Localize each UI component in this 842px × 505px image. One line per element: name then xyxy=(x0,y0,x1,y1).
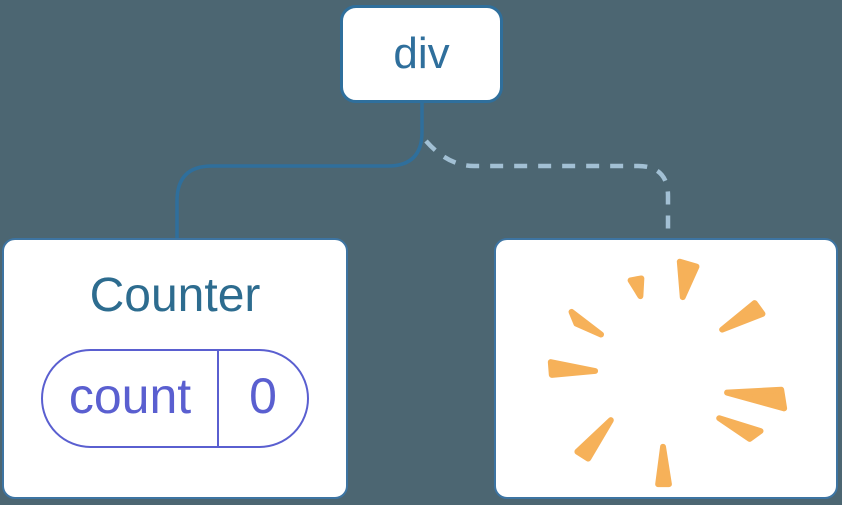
state-pill: count 0 xyxy=(41,348,309,448)
removed-component-card xyxy=(494,238,838,499)
poof-starburst-icon xyxy=(547,258,788,488)
div-node-label: div xyxy=(393,29,450,78)
dashed-connector-line xyxy=(424,139,671,238)
state-value-label: 0 xyxy=(249,368,277,425)
state-key-label: count xyxy=(68,368,192,425)
counter-card: Counter count 0 xyxy=(2,238,348,499)
state-value-cell: 0 xyxy=(219,351,307,446)
counter-card-title: Counter xyxy=(89,269,261,322)
state-key-cell: count xyxy=(43,350,219,446)
solid-connector-line xyxy=(175,100,424,240)
div-node: div xyxy=(340,5,503,103)
